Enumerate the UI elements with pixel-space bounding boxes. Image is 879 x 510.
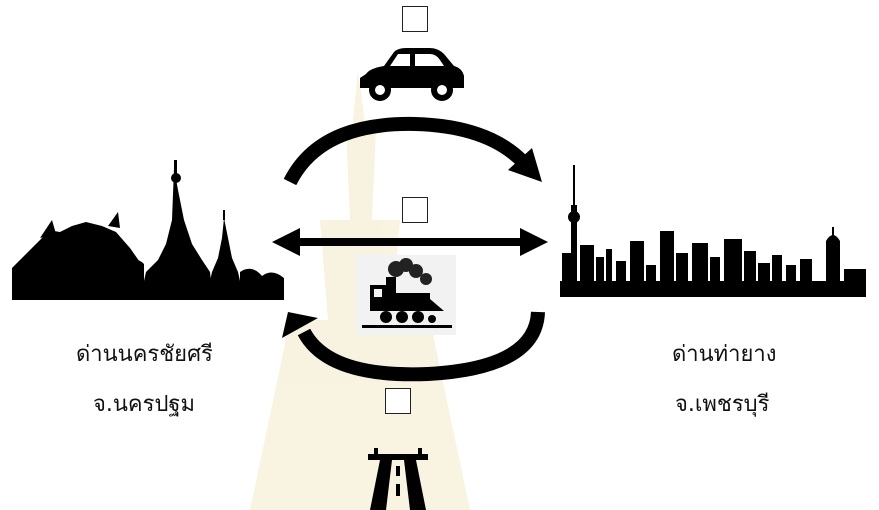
train-mode-checkbox[interactable] <box>402 197 428 223</box>
temple-skyline-image <box>12 160 284 300</box>
bottom-curved-arrow <box>282 311 545 382</box>
highway-mode-checkbox[interactable] <box>385 388 411 414</box>
left-province-name: จ.นครปฐม <box>93 392 196 417</box>
right-checkpoint-name: ด่านท่ายาง <box>672 342 777 367</box>
highway-icon <box>368 448 428 510</box>
car-mode-checkbox[interactable] <box>402 6 428 32</box>
train-icon <box>356 255 456 335</box>
car-icon <box>360 48 464 101</box>
two-way-arrow <box>272 228 548 256</box>
right-province-name: จ.เพชรบุรี <box>675 392 770 417</box>
top-curved-arrow <box>283 116 542 186</box>
left-checkpoint-name: ด่านนครชัยศรี <box>76 342 213 367</box>
city-skyline-image <box>560 165 866 297</box>
